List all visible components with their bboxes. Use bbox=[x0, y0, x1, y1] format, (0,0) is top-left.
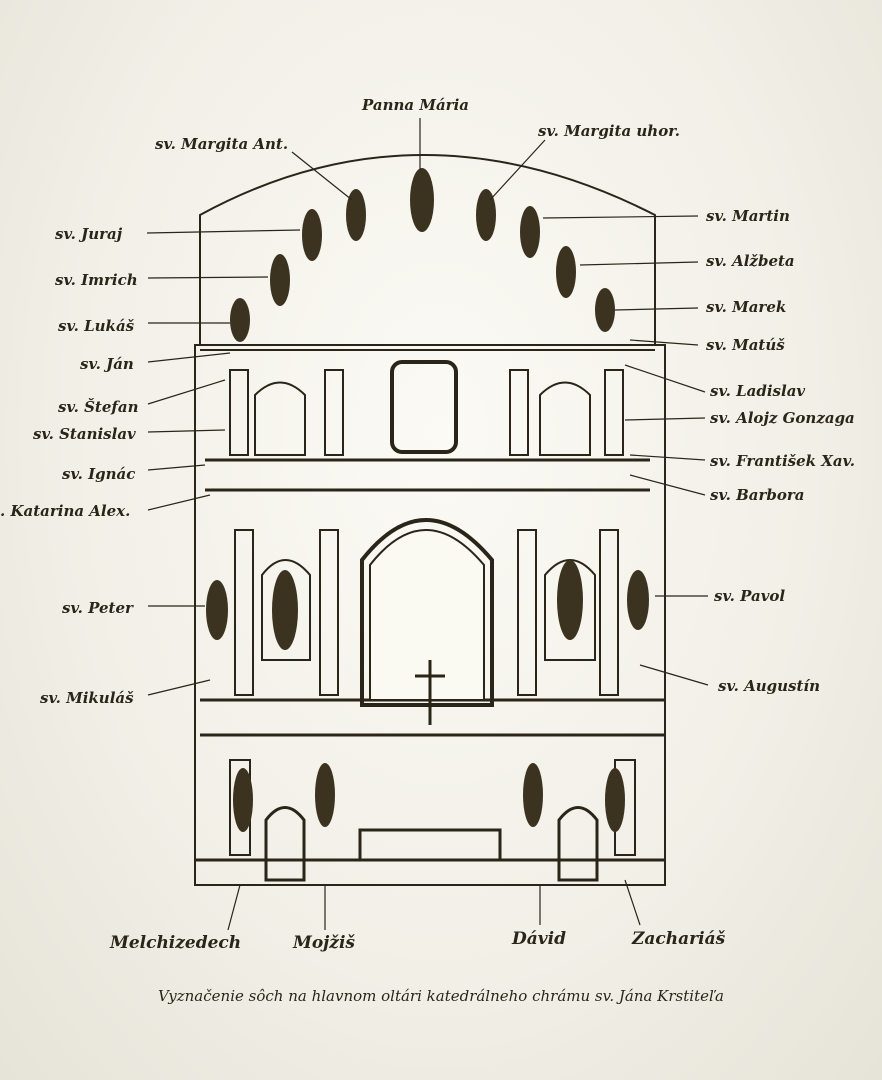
label-ladislav: sv. Ladislav bbox=[710, 382, 806, 400]
label-mojzis: Mojžiš bbox=[293, 933, 355, 953]
label-ignac: sv. Ignác bbox=[62, 465, 136, 483]
label-margita-ant: sv. Margita Ant. bbox=[155, 135, 289, 153]
label-alzbeta: sv. Alžbeta bbox=[706, 252, 795, 270]
central-niche bbox=[360, 518, 494, 707]
label-zacharias: Zachariáš bbox=[632, 929, 726, 949]
label-barbora: sv. Barbora bbox=[710, 486, 805, 504]
label-stanislav: sv. Stanislav bbox=[33, 425, 136, 443]
label-jan: sv. Ján bbox=[80, 355, 134, 373]
label-margita-uhor: sv. Margita uhor. bbox=[538, 122, 680, 140]
label-david: Dávid bbox=[512, 929, 566, 949]
label-melchizedech: Melchizedech bbox=[110, 933, 242, 953]
altar-body bbox=[194, 344, 666, 886]
door-left bbox=[264, 806, 306, 882]
label-imrich: sv. Imrich bbox=[55, 271, 138, 289]
label-juraj: sv. Juraj bbox=[55, 225, 123, 243]
label-matus: sv. Matúš bbox=[706, 336, 785, 354]
diagram-caption: Vyznačenie sôch na hlavnom oltári katedr… bbox=[158, 987, 724, 1005]
label-augustin: sv. Augustín bbox=[718, 677, 821, 695]
label-katarina: . Katarina Alex. bbox=[0, 502, 131, 520]
label-peter: sv. Peter bbox=[62, 599, 133, 617]
door-right bbox=[557, 806, 599, 882]
label-mikulas: sv. Mikuláš bbox=[40, 689, 134, 707]
label-panna-maria: Panna Mária bbox=[362, 96, 469, 114]
label-lukas: sv. Lukáš bbox=[58, 317, 135, 335]
label-marek: sv. Marek bbox=[706, 298, 787, 316]
upper-cartouche bbox=[390, 360, 458, 454]
label-pavol: sv. Pavol bbox=[714, 587, 786, 605]
altar-table bbox=[358, 828, 502, 862]
label-martin: sv. Martin bbox=[706, 207, 790, 225]
label-stefan: sv. Štefan bbox=[58, 398, 139, 416]
label-frantisek: sv. František Xav. bbox=[710, 452, 856, 470]
label-alojz: sv. Alojz Gonzaga bbox=[710, 409, 855, 427]
altar-arch bbox=[199, 154, 656, 345]
